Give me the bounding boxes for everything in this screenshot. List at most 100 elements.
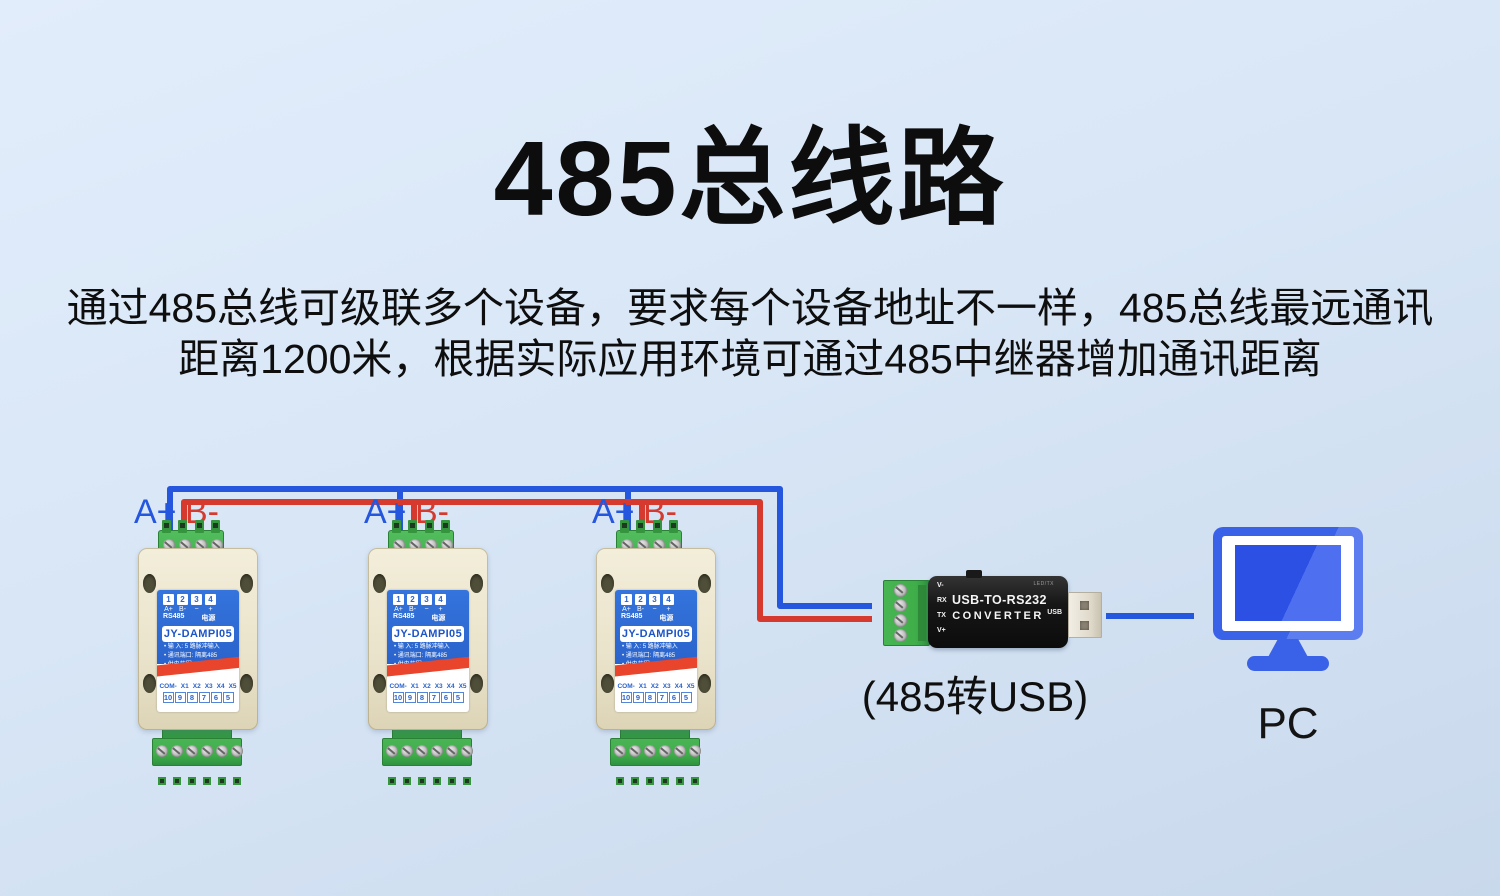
screw-icon — [894, 614, 907, 627]
io-number-row: 10 9 8 7 6 5 — [387, 692, 469, 703]
port-group-row: RS485 电源 — [387, 613, 469, 623]
io-number: 8 — [416, 692, 428, 703]
pin-label-tx: TX — [937, 612, 946, 619]
screw-icon — [629, 745, 641, 757]
io-number: 10 — [392, 692, 404, 703]
wire-slot — [619, 520, 629, 533]
converter-title: USB-TO-RS232 — [952, 593, 1047, 607]
screw-icon — [386, 745, 398, 757]
pin-number: 3 — [649, 594, 660, 605]
power-group-label: 电源 — [659, 615, 674, 622]
device-spec-line: • 输 入: 5 路脉冲输入 — [164, 644, 220, 650]
screw-icon — [689, 745, 701, 757]
converter-title-block: USB-TO-RS232 CONVERTER — [952, 593, 1047, 622]
screw-icon — [894, 584, 907, 597]
device-label-panel: 1 2 3 4 A+ B- − + RS485 电源 — [615, 590, 697, 668]
screw-icon — [674, 745, 686, 757]
pin-signal: − — [194, 606, 199, 613]
converter-terminal-block — [883, 580, 930, 646]
mounting-hole — [470, 574, 483, 593]
converter-pin-labels: V- RX TX V+ — [937, 582, 947, 642]
mounting-hole — [143, 674, 156, 693]
io-channel-label: X5 — [228, 683, 237, 690]
pin-number: 4 — [663, 594, 674, 605]
converter-led-bump — [966, 570, 982, 578]
io-number-row: 10 9 8 7 6 5 — [157, 692, 239, 703]
screw-icon — [614, 745, 626, 757]
port-group-row: RS485 电源 — [615, 613, 697, 623]
io-channel-row: COM- X1 X2 X3 X4 X5 — [387, 683, 469, 690]
terminal-foot — [646, 777, 654, 785]
io-number: 8 — [644, 692, 656, 703]
pin-signal: − — [652, 606, 657, 613]
io-label-section: COM- X1 X2 X3 X4 X5 10 9 8 7 6 5 — [157, 683, 239, 703]
device-name: JY-DAMPI05 — [620, 626, 692, 642]
port-group-row: RS485 电源 — [157, 613, 239, 623]
terminal-foot — [418, 777, 426, 785]
device-name: JY-DAMPI05 — [392, 626, 464, 642]
io-channel-label: X5 — [686, 683, 695, 690]
screw-icon — [431, 745, 443, 757]
io-number: 6 — [210, 692, 222, 703]
device-housing: 1 2 3 4 A+ B- − + RS485 电源 — [368, 548, 488, 730]
wire-slot — [161, 520, 171, 533]
io-number: 9 — [632, 692, 644, 703]
device-spec-line: • 通讯端口: 隔离485 — [394, 653, 448, 659]
io-number: 10 — [620, 692, 632, 703]
device-label-card: 1 2 3 4 A+ B- − + RS485 电源 — [615, 590, 697, 712]
terminal-foot — [616, 777, 624, 785]
usb-side-label: USB — [1047, 609, 1062, 616]
mounting-hole — [240, 574, 253, 593]
power-group-label: 电源 — [201, 615, 216, 622]
io-number: 5 — [452, 692, 464, 703]
pin-label-v-minus: V- — [937, 582, 944, 589]
terminal-foot — [173, 777, 181, 785]
terminal-foot — [691, 777, 699, 785]
screw-icon — [659, 745, 671, 757]
wire-slot — [669, 520, 679, 533]
converter-caption: (485转USB) — [861, 673, 1089, 720]
device-spec-line: • 通讯端口: 隔离485 — [164, 653, 218, 659]
pin-signal: B- — [637, 606, 644, 613]
device-spec-line: • 输 入: 5 路脉冲输入 — [394, 644, 450, 650]
pin-number-row: 1 2 3 4 — [157, 590, 239, 605]
io-number-row: 10 9 8 7 6 5 — [615, 692, 697, 703]
wire-slot — [194, 520, 204, 533]
bus-wire-b-minus — [181, 499, 872, 622]
converter-subtitle: CONVERTER — [952, 610, 1044, 622]
io-number: 7 — [198, 692, 210, 703]
io-label-section: COM- X1 X2 X3 X4 X5 10 9 8 7 6 5 — [387, 683, 469, 703]
io-channel-label: X4 — [216, 683, 225, 690]
pin-signal: + — [666, 606, 671, 613]
device-label-card: 1 2 3 4 A+ B- − + RS485 电源 — [157, 590, 239, 712]
device-spec-line: • 输 入: 5 路脉冲输入 — [622, 644, 678, 650]
io-number: 5 — [680, 692, 692, 703]
pin-number: 1 — [621, 594, 632, 605]
pin-signal: − — [424, 606, 429, 613]
device-housing: 1 2 3 4 A+ B- − + RS485 电源 — [138, 548, 258, 730]
pin-number-row: 1 2 3 4 — [615, 590, 697, 605]
pin-signal: + — [438, 606, 443, 613]
io-channel-label: X1 — [638, 683, 647, 690]
wire-slot — [441, 520, 451, 533]
screw-icon — [894, 629, 907, 642]
wire-slot — [636, 520, 646, 533]
wire-slot — [652, 520, 662, 533]
pin-signal: A+ — [622, 606, 631, 613]
screw-icon — [461, 745, 473, 757]
power-group-label: 电源 — [431, 615, 446, 622]
wire-slot — [211, 520, 221, 533]
io-channel-row: COM- X1 X2 X3 X4 X5 — [615, 683, 697, 690]
pin-signal: B- — [409, 606, 416, 613]
terminal-foot — [676, 777, 684, 785]
rs485-group-label: RS485 — [163, 613, 185, 620]
terminal-foot — [203, 777, 211, 785]
mounting-hole — [373, 674, 386, 693]
terminal-foot — [388, 777, 396, 785]
pin-number: 2 — [407, 594, 418, 605]
io-terminal-block — [610, 728, 701, 785]
mounting-hole — [240, 674, 253, 693]
monitor-base — [1247, 656, 1329, 671]
io-number: 9 — [404, 692, 416, 703]
